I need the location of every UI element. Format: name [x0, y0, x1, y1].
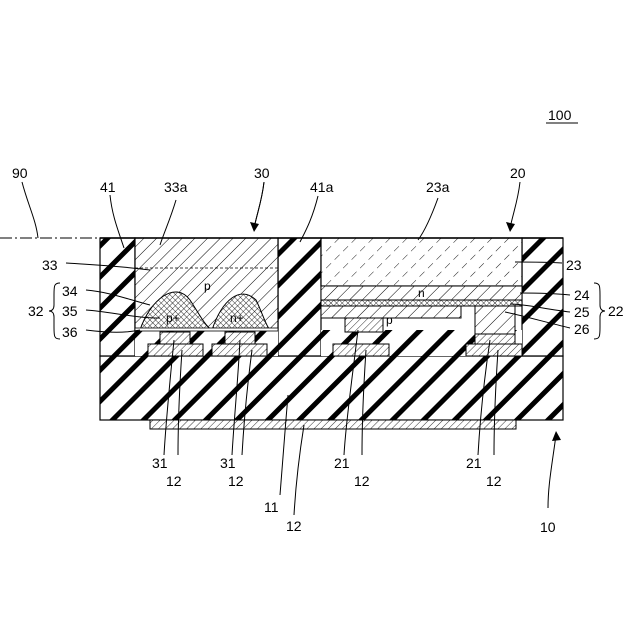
label-100: 100: [548, 107, 572, 123]
leader-90: [22, 182, 38, 238]
text-p-plus: p+: [166, 311, 180, 325]
brace-22: [594, 283, 605, 339]
pad-12-c: [333, 344, 389, 356]
label-33a: 33a: [164, 179, 188, 195]
label-34: 34: [62, 283, 78, 299]
arrow-10-head: [552, 431, 561, 441]
label-20: 20: [510, 165, 526, 181]
text-p-solar: p: [386, 313, 393, 327]
label-31-a: 31: [152, 455, 168, 471]
solar-contact-post: [475, 306, 515, 334]
label-23: 23: [566, 257, 582, 273]
text-n-plus: n+: [230, 311, 244, 325]
text-p-chip: p: [204, 279, 211, 293]
label-33: 33: [42, 257, 58, 273]
pad-21-right: [475, 334, 515, 344]
label-32: 32: [28, 303, 44, 319]
label-41a: 41a: [310, 179, 334, 195]
label-30: 30: [254, 165, 270, 181]
pad-31-left: [160, 332, 190, 344]
label-12-c: 12: [354, 473, 370, 489]
label-12-d: 12: [486, 473, 502, 489]
label-25: 25: [574, 304, 590, 320]
label-22: 22: [608, 303, 624, 319]
label-21-b: 21: [466, 455, 482, 471]
pad-12-a: [148, 344, 203, 356]
label-35: 35: [62, 303, 78, 319]
arrow-20-head: [506, 222, 515, 232]
label-12-e: 12: [286, 518, 302, 534]
label-36: 36: [62, 324, 78, 340]
chip-bottom-36: [135, 328, 278, 331]
label-26: 26: [574, 321, 590, 337]
pad-12-d: [466, 344, 522, 356]
label-10: 10: [540, 519, 556, 535]
label-90: 90: [12, 165, 28, 181]
label-12-b: 12: [228, 473, 244, 489]
label-11: 11: [264, 499, 279, 515]
arrow-30: [254, 182, 264, 228]
pad-21-left: [345, 318, 383, 332]
label-21-a: 21: [334, 455, 350, 471]
label-41: 41: [100, 179, 116, 195]
solar-layer-25: [321, 300, 522, 306]
label-23a: 23a: [426, 179, 450, 195]
label-31-b: 31: [220, 455, 236, 471]
brace-32: [49, 283, 60, 339]
bottom-electrode: [150, 420, 516, 429]
text-n-solar: n: [418, 286, 425, 300]
label-12-a: 12: [166, 473, 182, 489]
arrow-30-head: [250, 222, 259, 232]
label-24: 24: [574, 287, 590, 303]
solar-layer-23: [321, 238, 522, 286]
